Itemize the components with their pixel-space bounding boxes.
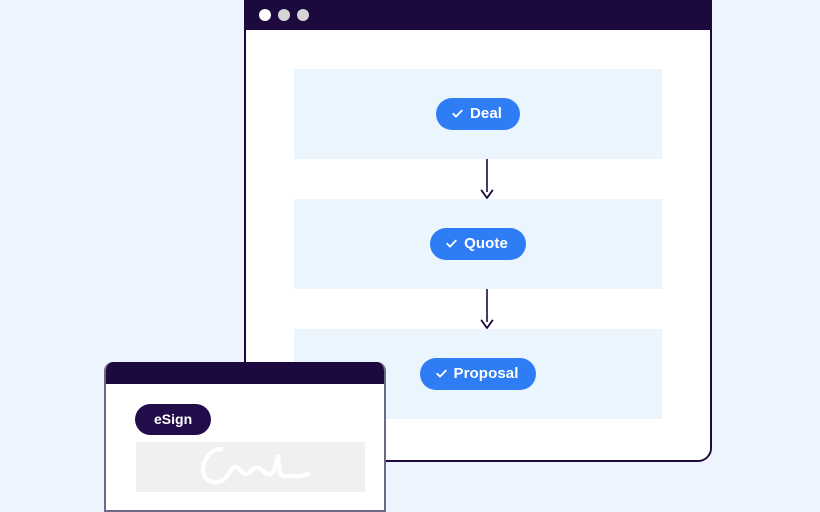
traffic-light-maximize-dot-icon[interactable] bbox=[297, 8, 309, 21]
signature-scribble-icon bbox=[200, 446, 311, 485]
esign-badge-label: eSign bbox=[154, 411, 193, 427]
check-icon bbox=[445, 237, 458, 250]
step-pill-quote[interactable]: Quote bbox=[430, 228, 526, 260]
workflow-step-row-quote: Quote bbox=[294, 199, 662, 289]
down-arrow-icon-quote-to-proposal bbox=[478, 289, 496, 329]
esign-badge[interactable]: eSign bbox=[135, 404, 212, 435]
step-pill-proposal[interactable]: Proposal bbox=[419, 358, 537, 390]
step-label-deal: Deal bbox=[469, 105, 503, 122]
traffic-light-close-dot-icon[interactable] bbox=[259, 8, 271, 21]
canvas: Deal Quote bbox=[104, 0, 712, 512]
esign-window: eSign bbox=[104, 362, 386, 512]
esign-window-titlebar bbox=[106, 362, 384, 384]
step-label-quote: Quote bbox=[464, 235, 508, 252]
signature-field[interactable] bbox=[136, 442, 365, 492]
check-icon bbox=[435, 367, 448, 380]
traffic-light-minimize-dot-icon[interactable] bbox=[278, 8, 290, 21]
esign-window-body: eSign bbox=[106, 384, 384, 510]
down-arrow-icon-deal-to-quote bbox=[478, 159, 496, 199]
workflow-step-row-deal: Deal bbox=[294, 69, 662, 159]
check-icon bbox=[451, 107, 464, 120]
step-label-proposal: Proposal bbox=[453, 365, 519, 382]
step-pill-deal[interactable]: Deal bbox=[435, 98, 521, 130]
window-titlebar bbox=[246, 0, 710, 30]
